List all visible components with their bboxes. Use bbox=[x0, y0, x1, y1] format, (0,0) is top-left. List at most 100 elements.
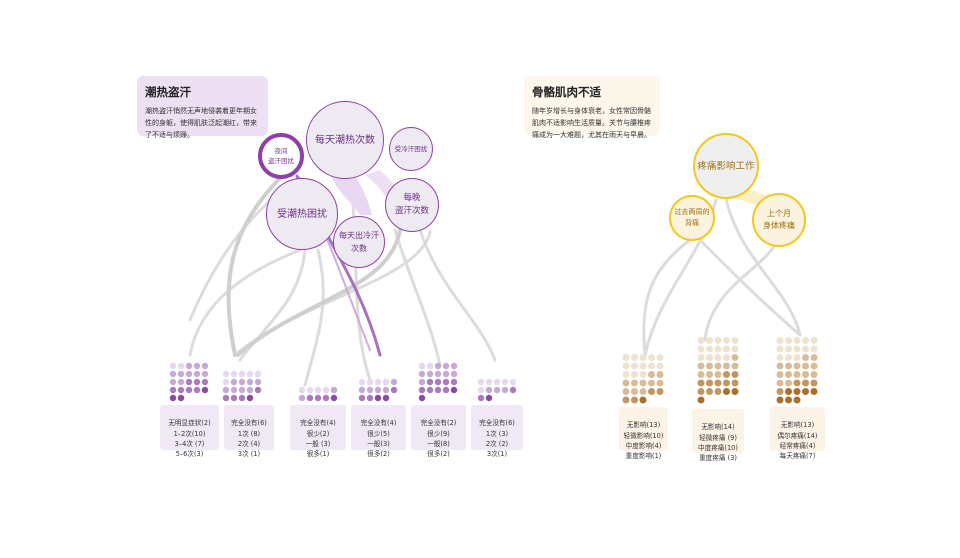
right-group-2-dot bbox=[706, 354, 713, 361]
group-rows: 完全没有(4) 很少(5) 一般(3) 很多(2) bbox=[360, 419, 397, 459]
node-daily-cold-sweat-count[interactable]: 每天出冷汗 次数 bbox=[333, 216, 385, 268]
right-group-1-dot bbox=[631, 371, 638, 378]
right-info-card: 骨骼肌肉不适 随年岁增长与身体衰老，女性常因骨骼肌肉不适影响生活质量。关节与腰椎… bbox=[524, 76, 660, 139]
right-group-3-dot bbox=[785, 362, 792, 370]
left-group-1-dot bbox=[177, 386, 185, 394]
left-group-5-dot bbox=[434, 386, 442, 394]
right-group-3-dot bbox=[785, 345, 792, 353]
right-group-2-dot bbox=[714, 371, 722, 378]
left-group-3-dot bbox=[314, 394, 322, 402]
connector-line bbox=[724, 197, 802, 337]
left-group-2-dot bbox=[230, 394, 238, 402]
node-body-pain-last-month[interactable]: 上个月 身体疼痛 bbox=[752, 193, 806, 247]
right-group-3-dot bbox=[810, 354, 818, 361]
right-group-2-dot bbox=[731, 337, 739, 344]
right-group-3-dot bbox=[810, 337, 818, 344]
group-rows: 完全没有(6) 1次 (3) 2次 (2) 3次(1) bbox=[479, 419, 515, 459]
right-group-3-dot bbox=[776, 379, 784, 387]
right-group-1-dot bbox=[639, 362, 647, 370]
left-group-5-dot bbox=[450, 370, 458, 378]
right-group-1-dot bbox=[648, 379, 655, 387]
left-group-4-dot bbox=[358, 386, 366, 394]
right-group-2-dot bbox=[723, 362, 730, 370]
left-group-3-dot bbox=[314, 386, 322, 394]
node-night-sweat-trouble[interactable]: 夜间 盗汗困扰 bbox=[258, 133, 304, 179]
right-group-2-dot bbox=[723, 345, 730, 353]
node-daily-hot-flash-count[interactable]: 每天潮热次数 bbox=[306, 101, 384, 179]
node-sweat-chill-trouble[interactable]: 受冷汗困扰 bbox=[389, 127, 433, 171]
left-group-6-dot bbox=[509, 378, 517, 386]
left-group-4-dot bbox=[366, 394, 374, 402]
right-group-3-dot bbox=[776, 371, 784, 378]
left-group-6-dot bbox=[477, 394, 485, 402]
left-group-2-dot bbox=[246, 370, 254, 378]
left-group-4-dot bbox=[382, 394, 390, 402]
node-pain-affects-work[interactable]: 疼痛影响工作 bbox=[693, 133, 759, 199]
left-group-1-dot bbox=[177, 378, 185, 386]
node-hot-flash-trouble[interactable]: 受潮热困扰 bbox=[266, 178, 338, 250]
node-label: 过去两周的 背痛 bbox=[674, 208, 710, 227]
right-group-1-dot bbox=[656, 362, 664, 370]
left-group-4-dot bbox=[374, 378, 382, 386]
right-group-1-dot bbox=[622, 362, 630, 370]
right-group-2-dot bbox=[714, 362, 722, 370]
left-group-5-dot bbox=[418, 378, 426, 386]
node-nightly-sweat-count[interactable]: 每晚 盗汗次数 bbox=[385, 178, 439, 232]
node-back-pain-two-weeks[interactable]: 过去两周的 背痛 bbox=[669, 195, 715, 241]
right-group-2-dot bbox=[731, 362, 739, 370]
right-group-1-dot bbox=[631, 354, 638, 361]
group-rows: 无明显症状(2) 1–2次(10) 3–4次 (7) 5–6次(3) bbox=[168, 419, 211, 459]
right-group-3-dot bbox=[776, 362, 784, 370]
right-group-1-dot bbox=[639, 379, 647, 387]
right-group-2-dot bbox=[697, 345, 705, 353]
right-group-1-dot bbox=[622, 371, 630, 378]
left-group-1-dot bbox=[201, 362, 209, 370]
node-label: 每晚 盗汗次数 bbox=[394, 193, 429, 216]
right-group-3-dot bbox=[785, 354, 792, 361]
left-group-1-dot bbox=[169, 386, 177, 394]
left-group-3-dot bbox=[330, 394, 338, 402]
right-group-3-dot bbox=[776, 388, 784, 395]
right-group-2-dot bbox=[723, 379, 730, 387]
left-group-1-dot bbox=[201, 378, 209, 386]
connector-line bbox=[393, 228, 442, 367]
node-label: 每天潮热次数 bbox=[315, 134, 375, 146]
left-group-2-dot bbox=[230, 386, 238, 394]
left-group-5-dot bbox=[426, 386, 434, 394]
left-group-1-dot bbox=[201, 370, 209, 378]
left-group-2-dot bbox=[246, 378, 254, 386]
right-card-description: 随年岁增长与身体衰老，女性常因骨骼肌肉不适影响生活质量。关节与腰椎疼痛成为一大难… bbox=[532, 107, 651, 139]
right-group-3-dot bbox=[776, 354, 784, 361]
right-group-1-dot bbox=[631, 396, 638, 404]
left-group-1-dot bbox=[185, 386, 193, 394]
right-group-2-dot bbox=[731, 371, 739, 378]
connector-line bbox=[226, 176, 282, 357]
right-group-3-dot bbox=[785, 337, 792, 344]
left-group-5-dot bbox=[418, 386, 426, 394]
connector-line bbox=[236, 228, 402, 357]
left-group-1-dot bbox=[193, 362, 201, 370]
node-label: 疼痛影响工作 bbox=[697, 160, 755, 172]
left-group-6-dot bbox=[477, 386, 485, 394]
left-group-6-dot bbox=[501, 378, 509, 386]
left-group-2-dot bbox=[238, 370, 246, 378]
left-group-4-dot bbox=[374, 394, 382, 402]
left-group-2-dot bbox=[222, 370, 230, 378]
left-group-1-dot bbox=[185, 370, 193, 378]
left-group-1-dot bbox=[185, 378, 193, 386]
left-group-6-dot bbox=[485, 386, 493, 394]
left-group-1-label: 无明显症状(2) 1–2次(10) 3–4次 (7) 5–6次(3) bbox=[160, 405, 219, 458]
right-group-3-dot bbox=[810, 345, 818, 353]
left-group-5-dot bbox=[442, 370, 450, 378]
left-group-3-label: 完全没有(4) 很少(2) 一般 (3) 很多(1) bbox=[290, 405, 346, 458]
left-group-2-dot bbox=[230, 378, 238, 386]
left-group-4-dot bbox=[382, 378, 390, 386]
connector-line bbox=[698, 238, 802, 337]
left-group-3-dot bbox=[306, 386, 314, 394]
left-group-2-dot bbox=[238, 386, 246, 394]
left-group-2-dot bbox=[222, 378, 230, 386]
right-group-1-dot bbox=[648, 371, 655, 378]
right-group-1-dot bbox=[639, 396, 647, 404]
right-group-2-dot bbox=[697, 362, 705, 370]
right-group-3-dot bbox=[793, 362, 801, 370]
